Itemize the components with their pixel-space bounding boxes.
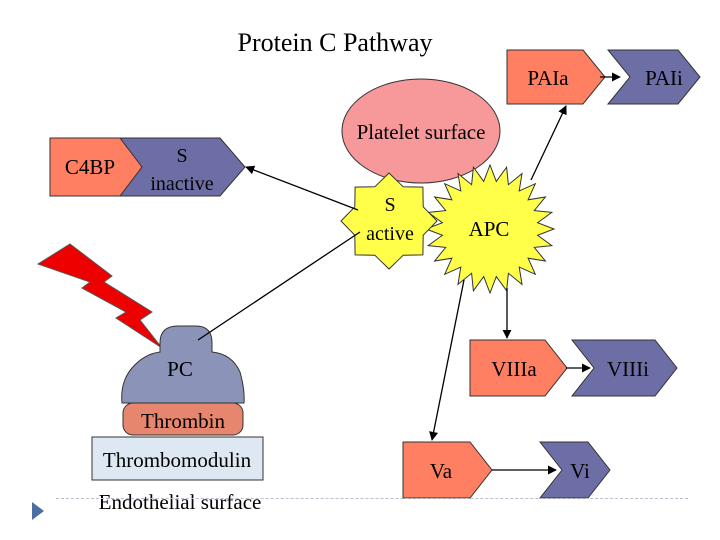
pc-label: PC [167,357,193,381]
apc-star [424,163,556,295]
arrow-pc-to-s-active [197,231,361,341]
arrows-group [197,72,621,475]
s-active-label-line2: active [366,223,414,245]
thrombin-shape [122,402,244,436]
s-active-label-line1: S [384,194,395,216]
platelet-surface-ellipse [341,78,501,184]
paii-label: PAIi [645,66,683,90]
s-active-star [340,172,438,270]
thrombomodulin-label: Thrombomodulin [103,448,252,472]
paia-shape [506,49,606,105]
va-label: Va [430,459,453,483]
thrombin-label: Thrombin [141,409,225,433]
endothelial-surface-label: Endothelial surface [99,490,262,514]
viiia-shape [469,339,568,397]
paii-shape [606,49,701,105]
s-inactive-label-line2: inactive [150,173,213,195]
triangle-bullet-icon [32,502,44,520]
diagram-title: Protein C Pathway [237,28,433,57]
footer-divider [56,498,688,499]
vi-label: Vi [570,459,590,483]
apc-label: APC [469,217,510,241]
c4bp-label: C4BP [65,155,115,179]
arrow-apc-to-paia [530,105,567,181]
paia-label: PAIa [527,66,569,90]
arrow-s-active-to-s-inactive [245,165,359,211]
pc-dome [121,325,245,404]
thrombomodulin-shape [91,436,264,481]
lightning-bolt-icon [36,243,163,349]
viiia-label: VIIIa [491,357,537,381]
viiii-shape [570,339,678,397]
platelet-surface-label: Platelet surface [357,120,486,144]
s-inactive-label-line1: S [176,145,187,167]
s-inactive-shape [118,137,246,197]
va-shape [402,441,493,499]
viiii-label: VIIIi [607,357,649,381]
arrow-apc-to-va [429,279,465,441]
